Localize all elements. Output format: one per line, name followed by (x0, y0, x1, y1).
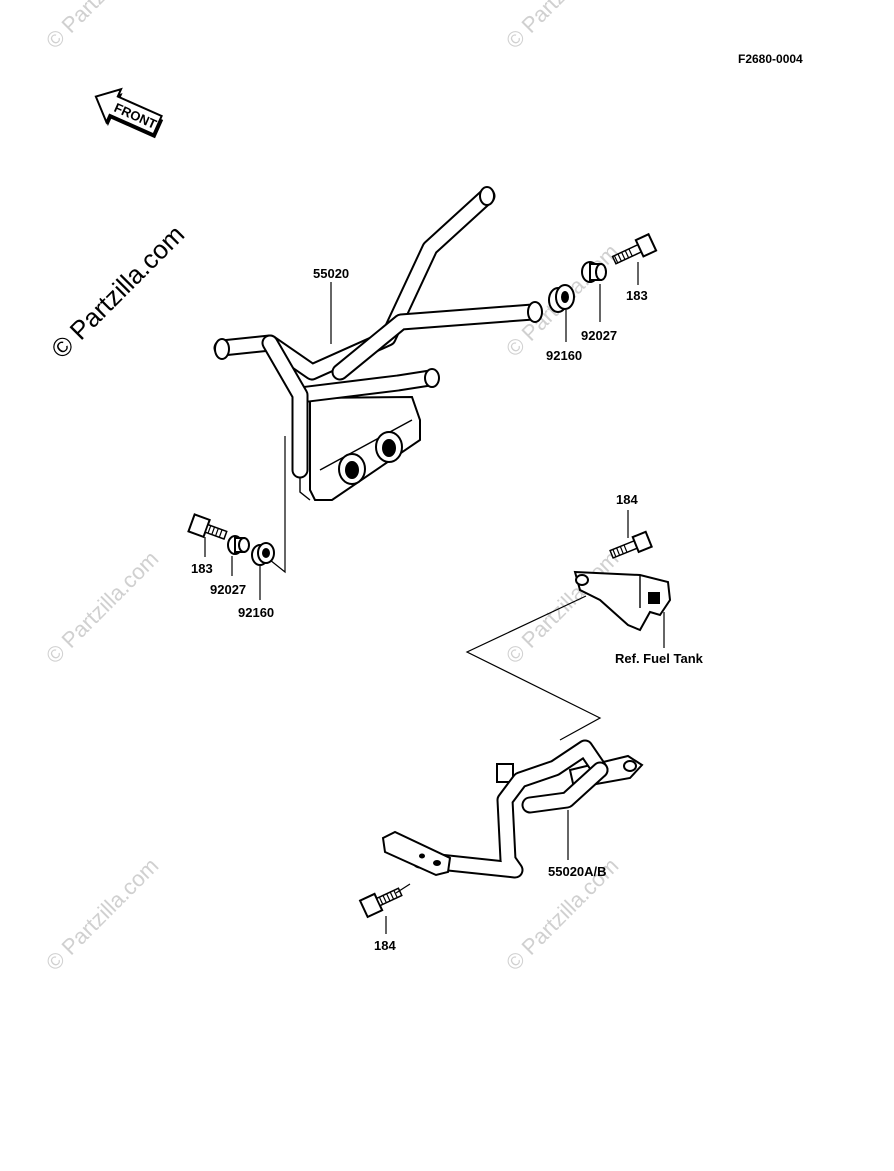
callout-left-grommet: 92160 (238, 605, 274, 620)
callout-upper-grommet: 92160 (546, 348, 582, 363)
front-arrow-icon: FRONT (94, 87, 164, 139)
bolt-183-left (187, 513, 228, 540)
fuel-tank-bracket (573, 570, 672, 632)
diagram-code: F2680-0004 (738, 52, 803, 66)
callout-lower-bolt: 184 (374, 938, 396, 953)
grommet-92160-upper (548, 284, 575, 313)
watermark-tile: © Partzilla.com (501, 0, 624, 54)
bolt-183-upper (611, 232, 658, 265)
collar-92027-upper (581, 261, 607, 283)
callout-left-collar: 92027 (210, 582, 246, 597)
lower-bar-55020ab (381, 739, 644, 879)
bolt-184-bracket (609, 530, 653, 559)
callout-left-bolt: 183 (191, 561, 213, 576)
grommet-92160-left (251, 542, 275, 566)
upper-frame-55020 (213, 186, 543, 501)
callout-upper-collar: 92027 (581, 328, 617, 343)
watermark-tile: © Partzilla.com (41, 0, 164, 54)
callout-lower-bar: 55020A/B (548, 864, 607, 879)
collar-92027-left (227, 535, 250, 555)
watermark-main: © Partzilla.com (45, 219, 190, 364)
callout-fuel-tank-ref: Ref. Fuel Tank (615, 651, 704, 666)
bolt-184-lower (358, 887, 403, 919)
callout-upper-bolt: 183 (626, 288, 648, 303)
callout-upper-frame: 55020 (313, 266, 349, 281)
watermark-tile: © Partzilla.com (41, 853, 164, 976)
watermark-tile: © Partzilla.com (41, 546, 164, 669)
callout-bracket-bolt: 184 (616, 492, 638, 507)
